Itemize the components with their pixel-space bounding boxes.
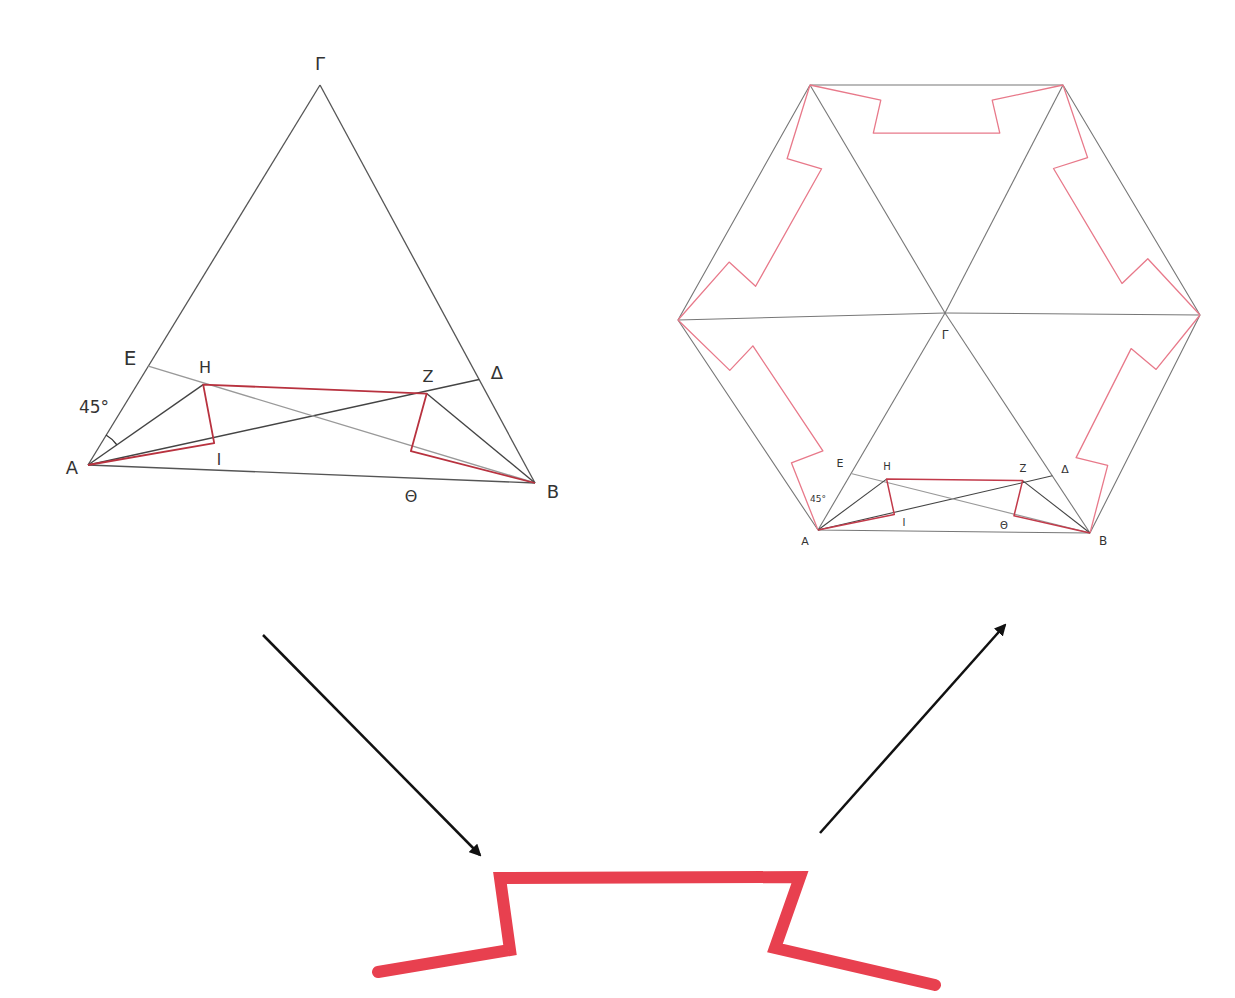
point-label: Ε: [124, 348, 137, 368]
flow-arrow: [263, 635, 480, 855]
motif-path: [678, 85, 822, 320]
point-label: Ι: [217, 453, 221, 468]
point-label: Δ: [1061, 464, 1069, 475]
flow-arrow: [820, 625, 1005, 833]
point-label: Γ: [315, 55, 325, 73]
motif-path: [818, 479, 1090, 533]
construction-line: [148, 366, 535, 483]
point-label: 45°: [810, 495, 826, 504]
construction-line: [88, 385, 203, 465]
hexagon-grid: [678, 85, 1200, 533]
motif-path: [810, 85, 1063, 133]
point-label: Α: [801, 536, 809, 547]
point-label: Ζ: [1020, 464, 1027, 474]
motif-path: [88, 385, 535, 483]
point-label: Δ: [491, 364, 503, 382]
point-label: Θ: [1000, 521, 1008, 531]
angle-arc: [106, 435, 117, 445]
point-label: 45°: [79, 399, 109, 416]
motif-path: [678, 320, 823, 530]
point-label: Ι: [903, 518, 906, 528]
point-label: Θ: [405, 489, 418, 505]
point-label: Β: [547, 483, 559, 501]
left-construction: [88, 366, 535, 483]
motif-shape: [378, 877, 935, 985]
point-label: Η: [883, 462, 891, 472]
point-label: Β: [1099, 535, 1107, 547]
motif-path: [1076, 315, 1200, 533]
triangle-outline: [88, 85, 535, 483]
point-label: Ζ: [423, 369, 434, 385]
hexagon-motifs: [678, 85, 1200, 533]
construction-line: [88, 380, 479, 465]
point-label: Η: [199, 360, 211, 376]
point-label: Α: [66, 459, 78, 477]
point-label: Γ: [942, 329, 949, 341]
point-label: Ε: [837, 458, 844, 469]
motif-path: [1054, 85, 1201, 315]
